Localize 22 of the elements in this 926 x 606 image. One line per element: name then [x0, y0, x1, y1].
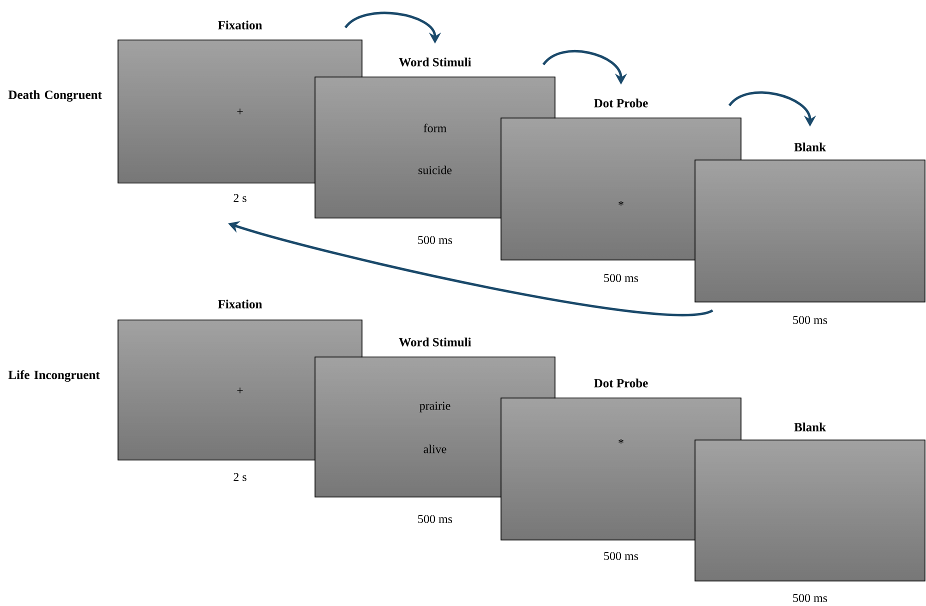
- duration-label: 2 s: [234, 194, 246, 202]
- duration-label: 2 s: [234, 472, 246, 482]
- duration-label: 500 ms: [604, 274, 638, 282]
- screen-title: Dot Probe: [594, 378, 648, 388]
- condition-label: Life Incongruent: [8, 370, 100, 382]
- node-label: alive: [424, 444, 446, 454]
- screen-title: Fixation: [218, 20, 262, 30]
- screen-title: Dot Probe: [594, 98, 648, 108]
- node-label: form: [424, 124, 446, 132]
- duration-label: 500 ms: [793, 316, 828, 324]
- duration-label: 500 ms: [418, 514, 452, 524]
- node-label: suicide: [418, 166, 452, 174]
- duration-label: 500 ms: [418, 236, 452, 244]
- screen-title: Word Stimuli: [398, 338, 472, 346]
- screen-title: Blank: [794, 422, 826, 432]
- screen-title: Blank: [794, 142, 826, 152]
- screen-title: Word Stimuli: [398, 58, 472, 66]
- duration-label: 500 ms: [793, 594, 828, 602]
- screen-title: Fixation: [218, 300, 262, 308]
- condition-label: Death Congruent: [8, 90, 102, 102]
- duration-label: 500 ms: [604, 552, 638, 560]
- node-label: prairie: [420, 402, 450, 412]
